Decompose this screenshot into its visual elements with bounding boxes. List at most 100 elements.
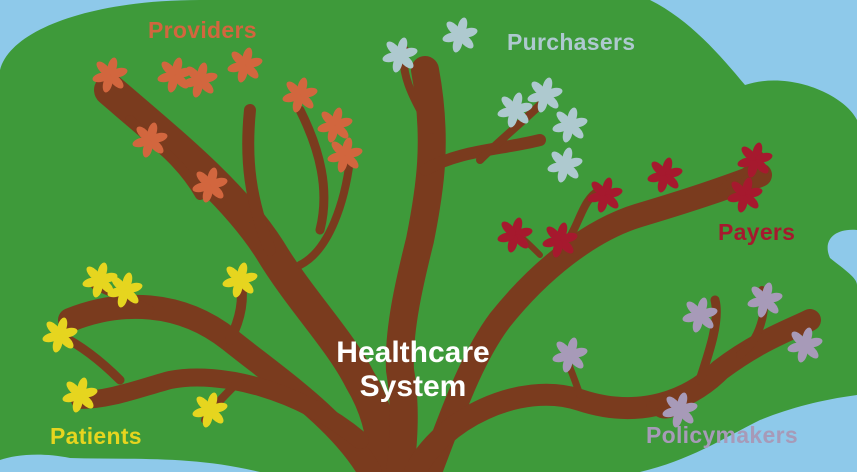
providers-leaf-cluster <box>157 57 193 93</box>
leaf-clusters <box>42 17 823 428</box>
patients-leaf <box>66 381 81 396</box>
providers-leaf-cluster <box>92 57 128 93</box>
policymakers-leaf <box>666 396 681 411</box>
policymakers-leaf-cluster <box>787 327 823 363</box>
purchasers-leaf <box>446 21 461 36</box>
main-branch <box>385 56 446 472</box>
payers-leaf <box>651 161 666 176</box>
patients-leaf-cluster <box>82 262 118 298</box>
patients-label: Patients <box>50 423 142 449</box>
policymakers-leaf <box>699 314 714 329</box>
providers-leaf <box>149 139 164 154</box>
policymakers-leaf <box>679 409 694 424</box>
purchasers-leaf <box>569 124 584 139</box>
providers-leaf <box>344 154 359 169</box>
twig <box>295 105 329 235</box>
center-label-line2: System <box>359 370 467 403</box>
patients-leaf <box>239 279 254 294</box>
payers-leaf <box>591 181 606 196</box>
payers-leaf <box>744 194 759 209</box>
center-label-line1: Healthcare <box>336 336 490 369</box>
patients-leaf-cluster <box>42 317 78 353</box>
providers-leaf <box>244 64 259 79</box>
payers-leaf-cluster <box>542 222 578 258</box>
purchasers-leaf <box>386 41 401 56</box>
purchasers-leaf-cluster <box>497 92 533 128</box>
purchasers-leaf <box>514 109 529 124</box>
patients-leaf <box>226 266 241 281</box>
providers-leaf <box>196 171 211 186</box>
patients-leaf <box>111 276 126 291</box>
providers-leaf <box>161 61 176 76</box>
purchasers-label: Purchasers <box>507 29 636 55</box>
providers-leaf-cluster <box>192 167 228 203</box>
payers-label: Payers <box>718 219 796 245</box>
purchasers-leaf-cluster <box>442 17 478 53</box>
providers-leaf <box>174 74 189 89</box>
payers-leaf <box>501 221 516 236</box>
trunk-and-branches <box>55 46 821 472</box>
policymakers-leaf-cluster <box>747 282 783 318</box>
twig <box>125 115 205 200</box>
providers-leaf <box>136 126 151 141</box>
policymakers-leaf <box>791 331 806 346</box>
purchasers-leaf <box>501 96 516 111</box>
main-branch <box>418 163 772 472</box>
purchasers-leaf <box>531 81 546 96</box>
main-branch <box>71 368 369 449</box>
providers-leaf-cluster <box>327 137 363 173</box>
providers-leaf <box>231 51 246 66</box>
policymakers-leaf <box>764 299 779 314</box>
twig <box>419 134 546 176</box>
payers-leaf <box>731 181 746 196</box>
patients-leaf-cluster <box>107 272 143 308</box>
patients-leaf <box>79 394 94 409</box>
purchasers-leaf <box>544 94 559 109</box>
purchasers-leaf <box>564 164 579 179</box>
twig <box>695 295 721 385</box>
patients-leaf <box>59 334 74 349</box>
payers-leaf <box>754 159 769 174</box>
payers-leaf-cluster <box>727 177 763 213</box>
payers-leaf-cluster <box>737 142 773 178</box>
providers-leaf <box>199 79 214 94</box>
payers-leaf <box>514 234 529 249</box>
main-branch <box>94 74 400 472</box>
purchasers-leaf-cluster <box>547 147 583 183</box>
providers-leaf <box>286 81 301 96</box>
providers-leaf-cluster <box>282 77 318 113</box>
purchasers-leaf <box>399 54 414 69</box>
twig <box>296 156 354 269</box>
policymakers-leaf <box>751 286 766 301</box>
providers-leaf <box>209 184 224 199</box>
patients-leaf-cluster <box>62 377 98 413</box>
providers-leaf-cluster <box>132 122 168 158</box>
purchasers-leaf-cluster <box>552 107 588 143</box>
purchasers-leaf <box>551 151 566 166</box>
providers-leaf <box>109 74 124 89</box>
policymakers-leaf <box>804 344 819 359</box>
purchasers-leaf-cluster <box>382 37 418 73</box>
policymakers-leaf <box>686 301 701 316</box>
providers-leaf <box>334 124 349 139</box>
center-label: Healthcare System <box>318 336 508 404</box>
payers-leaf <box>664 174 679 189</box>
policymakers-label: Policymakers <box>646 422 798 448</box>
patients-leaf <box>124 289 139 304</box>
providers-label: Providers <box>148 17 257 43</box>
patients-leaf <box>196 396 211 411</box>
purchasers-leaf <box>459 34 474 49</box>
providers-leaf <box>321 111 336 126</box>
patients-leaf-cluster <box>192 392 228 428</box>
purchasers-leaf-cluster <box>527 77 563 113</box>
providers-leaf <box>299 94 314 109</box>
payers-leaf-cluster <box>497 217 533 253</box>
patients-leaf <box>46 321 61 336</box>
purchasers-leaf <box>556 111 571 126</box>
payers-leaf <box>559 239 574 254</box>
providers-leaf-cluster <box>317 107 353 143</box>
patients-leaf <box>209 409 224 424</box>
patients-leaf-cluster <box>222 262 258 298</box>
